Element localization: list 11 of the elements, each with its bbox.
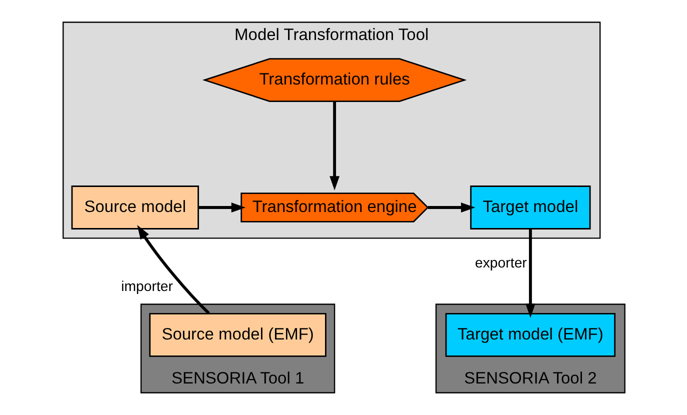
arrow — [524, 228, 535, 318]
node-box: Source model (EMF) — [148, 313, 326, 357]
node-box: Source model — [70, 186, 198, 230]
node-box: Target model — [470, 186, 590, 230]
arrow — [136, 225, 210, 314]
arrow — [427, 202, 475, 212]
edge-label: exporter — [474, 255, 526, 272]
node-box: Target model (EMF) — [444, 313, 616, 357]
edge-label: importer — [120, 278, 173, 295]
arrow — [198, 202, 246, 212]
arrow — [329, 101, 340, 190]
